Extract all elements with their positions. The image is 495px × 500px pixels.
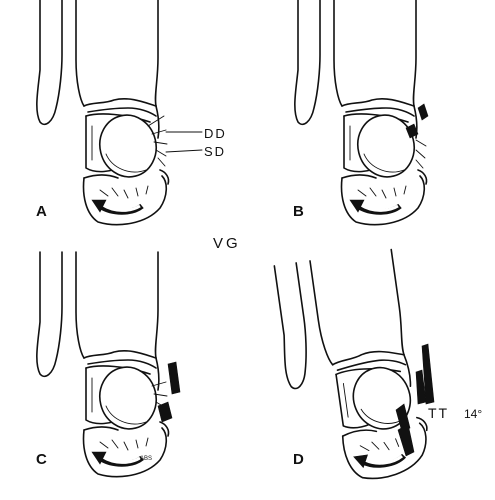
center-label: VG	[213, 235, 241, 252]
panel-c-drawing	[37, 252, 181, 477]
panel-b-drawing	[295, 0, 428, 225]
talar-tilt-label: TT	[428, 405, 449, 421]
panel-label-c: C	[36, 451, 47, 468]
panel-label-a: A	[36, 203, 47, 220]
panel-a-drawing	[37, 0, 203, 225]
ligament-label-dd: DD	[204, 126, 227, 141]
artist-initials: ABS	[140, 456, 152, 462]
panel-d-drawing	[271, 248, 434, 489]
talar-tilt-angle: 14°	[464, 407, 482, 421]
panel-label-d: D	[293, 451, 304, 468]
panel-label-b: B	[293, 203, 304, 220]
ligament-label-sd: SD	[204, 144, 226, 159]
